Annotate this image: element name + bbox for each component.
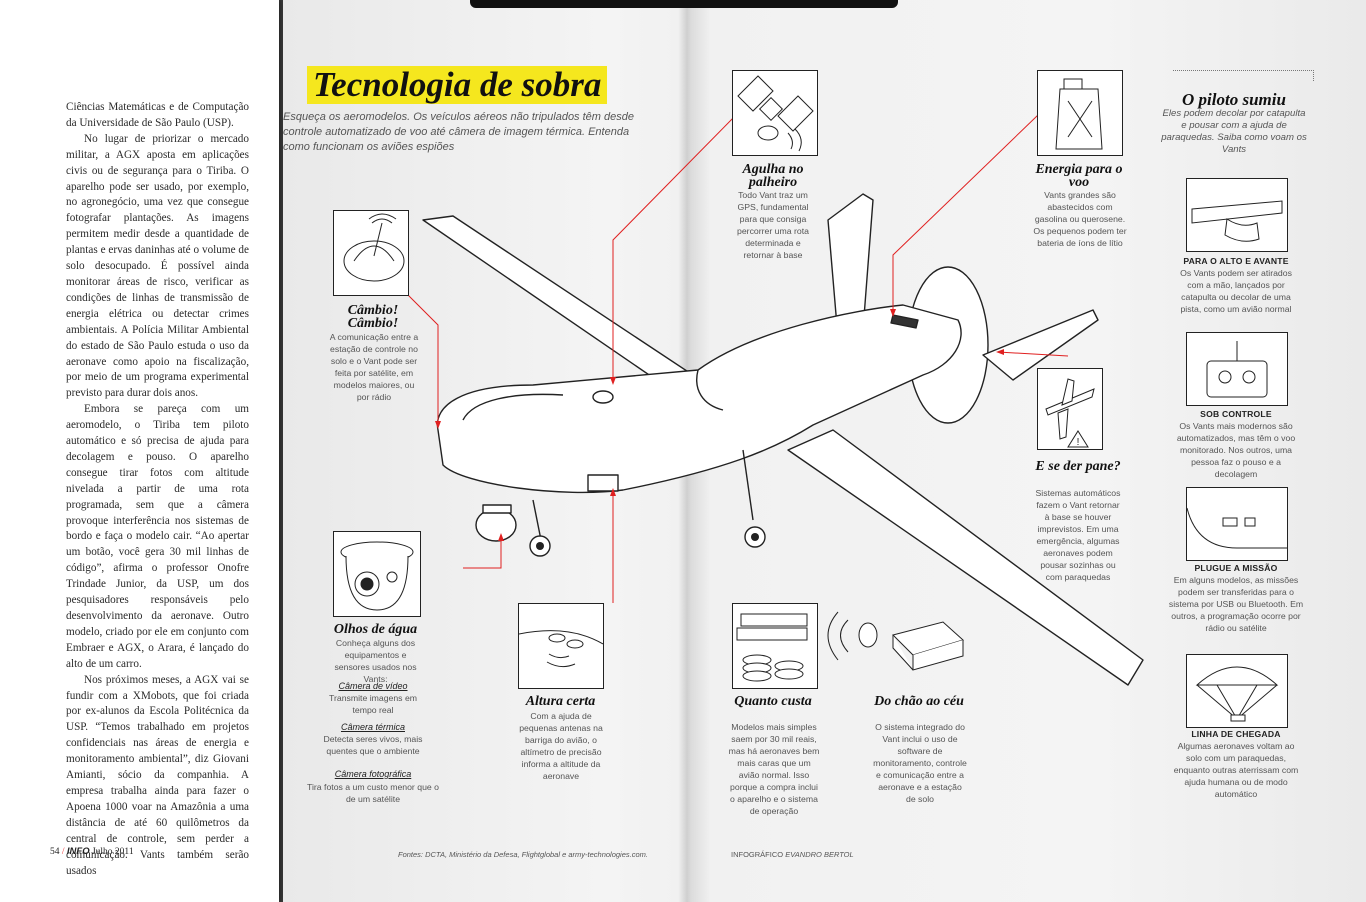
energia-title: Energia para o voo — [1035, 162, 1123, 190]
camera-sensor-icon — [340, 541, 414, 611]
altura-body: Com a ajuda de pequenas antenas na barri… — [519, 711, 603, 781]
money-stack-illustration — [732, 603, 818, 689]
gps-satellite-illustration — [732, 70, 818, 156]
sidebar-caption: LINHA DE CHEGADA — [1191, 729, 1281, 739]
hand-launch-icon — [1191, 200, 1283, 242]
ground-station-icon — [827, 611, 964, 671]
sensor-name: Câmera fotográfica — [334, 769, 412, 779]
custa-title: Quanto custa — [734, 694, 812, 709]
sidebar-text: Algumas aeronaves voltam ao solo com um … — [1173, 741, 1299, 799]
sidebar-caption: PLUGUE A MISSÃO — [1194, 563, 1278, 573]
remote-control-icon — [1206, 341, 1268, 398]
olhos-body: Conheça alguns dos equipamentos e sensor… — [334, 638, 417, 684]
svg-text:!: ! — [1077, 437, 1080, 448]
satellite-dish-icon — [343, 213, 405, 282]
satcom-dish-illustration — [333, 210, 409, 296]
custa-body: Modelos mais simples saem por 30 mil rea… — [728, 722, 820, 816]
sensor-name: Câmera térmica — [340, 722, 405, 732]
parachute-illustration — [1186, 654, 1288, 728]
usb-port-illustration — [1186, 487, 1288, 561]
drone-illustration-icon — [422, 193, 1144, 686]
folio-slash-icon: / — [61, 847, 65, 857]
article-paragraph: No lugar de priorizar o mercado militar,… — [66, 132, 249, 400]
hand-launch-illustration — [1186, 178, 1288, 252]
fuel-can-illustration — [1037, 70, 1123, 156]
article-paragraph: Ciências Matemáticas e de Computação da … — [66, 101, 249, 129]
sidebar-intro: Eles podem decolar por catapulta e pousa… — [1161, 108, 1307, 155]
warning-plane-icon: ! — [1045, 378, 1095, 448]
sidebar-text: Os Vants podem ser atirados com a mão, l… — [1180, 268, 1292, 314]
sidebar-caption: PARA O ALTO E AVANTE — [1183, 256, 1289, 266]
infographic-spread: Tecnologia de sobra Esqueça os aeromodel… — [283, 0, 1366, 902]
viewer-topbar — [470, 0, 898, 8]
magazine-brand: INFO — [66, 846, 90, 857]
usb-port-icon — [1187, 507, 1287, 549]
money-icon — [736, 613, 808, 682]
chao-body: O sistema integrado do Vant inclui o uso… — [873, 722, 967, 804]
cambio-body: A comunicação entre a estação de control… — [329, 332, 419, 402]
fuel-can-icon — [1055, 78, 1103, 150]
page-folio: 54 / INFO Julho 2011 — [50, 846, 134, 857]
sidebar-title: O piloto sumiu — [1182, 90, 1286, 109]
agulha-title: Agulha no palheiro — [742, 162, 804, 190]
camera-ball-illustration — [333, 531, 421, 617]
sidebar-text: Em alguns modelos, as missões podem ser … — [1168, 575, 1304, 633]
sidebar-text: Os Vants mais modernos são automatizados… — [1176, 421, 1296, 479]
antenna-icon — [519, 630, 603, 668]
remote-control-illustration — [1186, 332, 1288, 406]
page-number: 54 — [50, 847, 60, 857]
issue-date: Julho 2011 — [91, 847, 134, 857]
credit-name: EVANDRO BERTOL — [785, 850, 854, 859]
sensor-name: Câmera de vídeo — [338, 681, 408, 691]
energia-body: Vants grandes são abastecidos com gasoli… — [1033, 190, 1127, 248]
sensor-desc: Detecta seres vivos, mais quentes que o … — [323, 734, 423, 756]
altimeter-antenna-illustration — [518, 603, 604, 689]
infographic-credit: INFOGRÁFICO EVANDRO BERTOL — [731, 850, 854, 859]
agulha-body: Todo Vant traz um GPS, fundamental para … — [737, 190, 809, 260]
article-paragraph: Embora se pareça com um aeromodelo, o Ti… — [66, 403, 249, 670]
article-column: Ciências Matemáticas e de Computação da … — [66, 100, 249, 879]
infographic-intro: Esqueça os aeromodelos. Os veículos aére… — [283, 111, 634, 153]
satellite-icon — [737, 75, 814, 152]
chao-title: Do chão ao céu — [874, 694, 964, 709]
credit-label: INFOGRÁFICO — [731, 850, 784, 859]
parachute-icon — [1195, 666, 1279, 722]
sources-note: Fontes: DCTA, Ministério da Defesa, Flig… — [398, 850, 648, 859]
cambio-title: Câmbio! Câmbio! — [347, 303, 399, 331]
pane-body: Sistemas automáticos fazem o Vant retorn… — [1035, 488, 1121, 582]
sidebar-frame — [1173, 70, 1314, 81]
article-paragraph: Nos próximos meses, a AGX vai se fundir … — [66, 673, 249, 877]
altura-title: Altura certa — [525, 694, 596, 709]
infographic-title: Tecnologia de sobra — [307, 66, 608, 104]
sensor-desc: Transmite imagens em tempo real — [328, 693, 418, 715]
sensor-desc: Tira fotos a um custo menor que o de um … — [307, 782, 439, 804]
left-page: Ciências Matemáticas e de Computação da … — [0, 0, 279, 902]
olhos-title: Olhos de água — [333, 622, 418, 637]
sidebar-caption: SOB CONTROLE — [1200, 409, 1272, 419]
pane-title: E se der pane? — [1035, 459, 1121, 474]
crashing-plane-illustration: ! — [1037, 368, 1103, 450]
